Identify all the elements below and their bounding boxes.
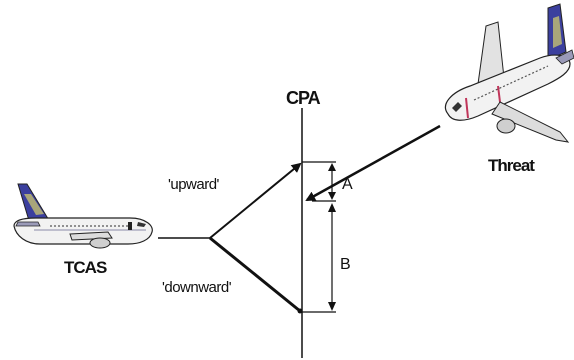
- cpa-label: CPA: [286, 88, 321, 108]
- distance-a-label: A: [342, 176, 353, 193]
- upward-arrow: [209, 162, 302, 239]
- tcas-label: TCAS: [64, 258, 107, 277]
- downward-line: [209, 236, 301, 313]
- distance-a-arrowhead-bottom: [328, 192, 336, 200]
- distance-b-label: B: [340, 256, 351, 273]
- distance-b-arrowhead-top: [328, 203, 336, 212]
- distance-b-arrowhead-bottom: [328, 302, 336, 311]
- threat-label: Threat: [488, 156, 535, 175]
- tcas-airplane-icon: [13, 183, 153, 249]
- threat-airplane-icon: [444, 3, 574, 143]
- distance-a-arrowhead-top: [328, 163, 336, 171]
- downward-label: 'downward': [162, 279, 232, 296]
- downward-end-dot: [297, 308, 303, 314]
- threat-arrow: [305, 124, 441, 202]
- upward-label: 'upward': [168, 176, 219, 193]
